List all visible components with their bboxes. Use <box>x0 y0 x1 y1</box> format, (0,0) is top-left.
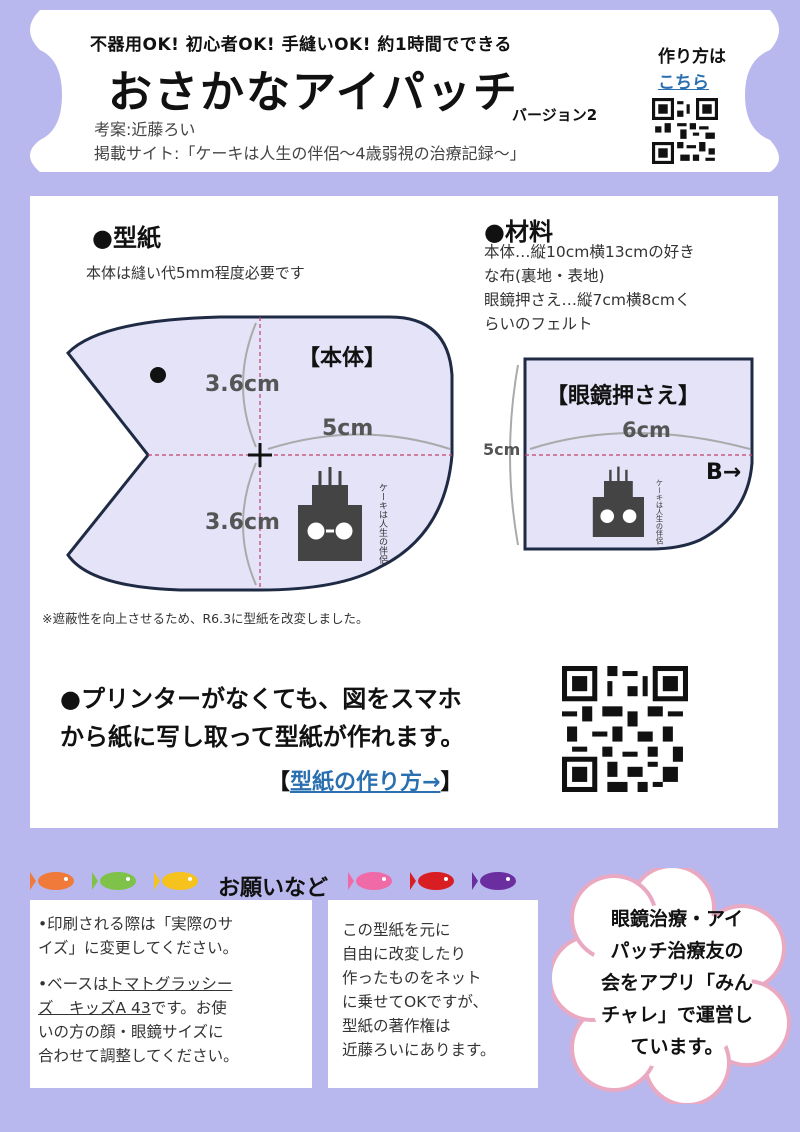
fish-row-left <box>30 872 198 890</box>
copyright-line: 型紙の著作権は <box>342 1017 451 1035</box>
pattern-guide-link-wrapper: 【型紙の作り方→】 <box>268 764 462 796</box>
holder-outline <box>523 357 754 551</box>
instruction-text: です。お使 <box>150 999 227 1017</box>
instruction-line: 合わせて調整してください。 <box>38 1047 239 1065</box>
green-fish-icon <box>92 872 136 890</box>
copyright-line: 近藤ろいにあります。 <box>342 1041 496 1059</box>
copyright-box <box>328 900 538 1088</box>
community-line: ています。 <box>630 1036 724 1058</box>
red-fish-icon <box>410 872 454 890</box>
lower-dimension-arc <box>242 462 257 586</box>
community-bubble <box>552 868 791 1104</box>
orange-fish-icon <box>30 872 74 890</box>
materials-line: な布(裏地・表地) <box>484 267 605 285</box>
holder-marker: B→ <box>706 460 742 485</box>
bracket-close: 】 <box>440 770 463 795</box>
holder-logo-caption: ケーキは人生の伴侶 <box>656 479 665 545</box>
revision-footnote: ※遮蔽性を向上させるため、R6.3に型紙を改変しました。 <box>42 611 369 626</box>
instruction-text: •ベースは <box>38 975 109 993</box>
print-instructions-box <box>30 900 312 1088</box>
upper-height-label: 3.6cm <box>205 372 280 397</box>
holder-width-label: 6cm <box>622 418 671 442</box>
pattern-qr-code[interactable] <box>562 666 688 792</box>
requests-heading: お願いなど <box>218 876 329 901</box>
page-title: おさかなアイパッチ <box>108 67 519 118</box>
copyright-line: 作ったものをネット <box>342 969 482 987</box>
site-credit: 掲載サイト:「ケーキは人生の伴侶〜4歳弱視の治療記録〜」 <box>94 144 526 163</box>
copyright-line: に乗せてOKですが、 <box>342 993 489 1011</box>
community-line: 会をアプリ「みん <box>600 972 753 994</box>
author-credit: 考案:近藤ろい <box>94 120 196 139</box>
copyright-notice: この型紙を元に 自由に改変したり 作ったものをネット に乗せてOKですが、 型紙… <box>342 918 538 1062</box>
materials-line: 眼鏡押さえ…縦7cm横8cmく <box>484 291 691 309</box>
version-label: バージョン2 <box>512 106 598 124</box>
instruction-line: イズ」に変更してください。 <box>38 939 239 957</box>
materials-line: らいのフェルト <box>484 315 593 333</box>
holder-cake-logo: ケーキは人生の伴侶 <box>592 466 665 545</box>
eye-dot <box>150 367 166 383</box>
copyright-line: 自由に改変したり <box>342 945 467 963</box>
body-pattern-diagram: ケーキは人生の伴侶 <box>66 315 454 592</box>
holder-label: 【眼鏡押さえ】 <box>546 384 701 409</box>
instruction-line: •印刷される際は「実際のサ <box>38 915 234 933</box>
base-product-model: ズ キッズA 43 <box>38 999 151 1017</box>
header-banner <box>30 10 779 172</box>
printer-note: ●プリンターがなくても、図をスマホ から紙に写し取って型紙が作れます。 <box>60 680 464 756</box>
bracket-open: 【 <box>268 770 291 795</box>
community-line: チャレ」で運営し <box>601 1004 753 1026</box>
pattern-guide-link[interactable]: 型紙の作り方→ <box>290 770 441 795</box>
cake-logo-caption: ケーキは人生の伴侶 <box>377 483 388 565</box>
width-label: 5cm <box>322 416 374 441</box>
glasses-holder-diagram: ケーキは人生の伴侶 <box>509 357 754 551</box>
printer-note-line: から紙に写し取って型紙が作れます。 <box>60 723 465 751</box>
holder-height-label: 5cm <box>483 440 521 459</box>
community-line: 眼鏡治療・アイ <box>610 908 744 930</box>
community-line: パッチ治療友の <box>610 940 744 962</box>
body-label: 【本体】 <box>298 346 387 371</box>
materials-heading: ●材料 <box>484 218 553 246</box>
pink-fish-icon <box>348 872 392 890</box>
purple-fish-icon <box>472 872 516 890</box>
copyright-line: この型紙を元に <box>342 921 451 939</box>
base-product-name: トマトグラッシー <box>108 975 233 993</box>
width-dimension-arc <box>267 433 451 450</box>
lower-height-label: 3.6cm <box>205 510 280 535</box>
materials-line: 本体…縦10cm横13cmの好き <box>484 243 695 261</box>
seam-allowance-note: 本体は縫い代5mm程度必要です <box>86 264 305 282</box>
howto-label: 作り方は <box>658 47 726 67</box>
tagline: 不器用OK! 初心者OK! 手縫いOK! 約1時間でできる <box>90 35 512 55</box>
holder-width-arc <box>529 432 751 450</box>
print-instructions: •印刷される際は「実際のサ イズ」に変更してください。 •ベースはトマトグラッシ… <box>38 912 310 1068</box>
instruction-line: いの方の顔・眼鏡サイズに <box>38 1023 224 1041</box>
yellow-fish-icon <box>154 872 198 890</box>
holder-height-arc <box>509 364 519 546</box>
upper-dimension-arc <box>242 322 257 448</box>
printer-note-line: ●プリンターがなくても、図をスマホ <box>60 685 462 713</box>
pattern-heading: ●型紙 <box>92 224 161 252</box>
header-qr-code[interactable] <box>652 98 718 164</box>
howto-link[interactable]: こちら <box>658 73 709 93</box>
community-message: 眼鏡治療・アイ パッチ治療友の 会をアプリ「みん チャレ」で運営し ています。 <box>582 903 772 1063</box>
materials-list: 本体…縦10cm横13cmの好き な布(裏地・表地) 眼鏡押さえ…縦7cm横8c… <box>484 240 769 336</box>
cake-logo: ケーキは人生の伴侶 <box>298 467 388 565</box>
fish-row-right <box>348 872 516 890</box>
